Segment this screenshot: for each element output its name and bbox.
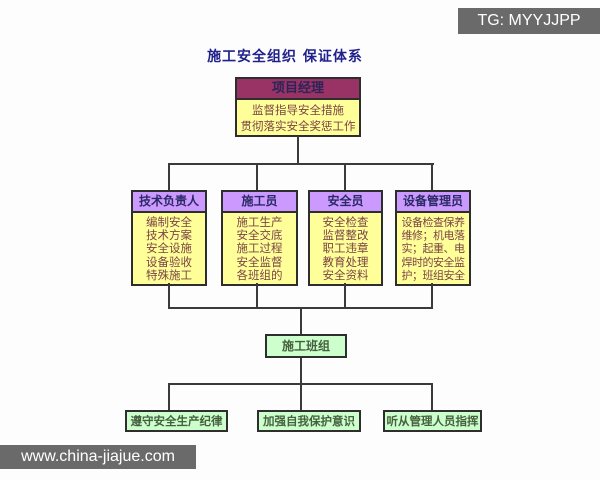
- connector-line: [256, 165, 258, 190]
- duty-line: 实；起重、电: [401, 242, 466, 256]
- root-node-project-manager: 项目经理 监督指导安全措施 贯彻落实安全奖惩工作: [235, 77, 361, 137]
- connector-line: [431, 385, 433, 410]
- duty-line: 监督指导安全措施: [252, 103, 344, 117]
- watermark-website-badge: www.china-jiajue.com: [0, 445, 196, 469]
- duty-line: 编制安全: [146, 215, 192, 229]
- duty-line: 安全监督: [236, 254, 283, 269]
- middle-node-construction-crew: 施工班组: [265, 334, 347, 358]
- connector-line: [300, 309, 302, 334]
- duty-line: 设备验收: [146, 254, 192, 269]
- connector-line: [344, 165, 346, 190]
- duty-line: 维修；机电落: [401, 229, 466, 243]
- branch-duties: 设备检查保养 维修；机电落 实；起重、电 焊时的安全监 护；班组安全: [397, 213, 469, 284]
- connector-line: [168, 163, 434, 165]
- branch-node-technical-lead: 技术负责人 编制安全 技术方案 安全设施 设备验收 特殊施工: [131, 190, 207, 287]
- branch-node-construction-worker: 施工员 施工生产 安全交底 施工过程 安全监督 各班组的: [221, 190, 298, 287]
- duty-line: 各班组的: [236, 267, 283, 282]
- connector-line: [431, 283, 433, 307]
- connector-line: [431, 165, 433, 190]
- root-node-header: 项目经理: [237, 79, 359, 100]
- page-title: 施工安全组织 保证体系: [207, 49, 363, 65]
- connector-line: [168, 383, 433, 385]
- connector-line: [168, 307, 433, 309]
- connector-line: [256, 283, 258, 307]
- branch-node-safety-officer: 安全员 安全检查 监督整改 职工违章 教育处理 安全资料: [308, 190, 383, 287]
- branch-header: 安全员: [310, 192, 381, 213]
- branch-duties: 编制安全 技术方案 安全设施 设备验收 特殊施工: [133, 213, 205, 284]
- duty-line: 安全资料: [322, 267, 369, 282]
- duty-line: 安全设施: [146, 241, 192, 256]
- duty-line: 监督整改: [322, 228, 369, 243]
- connector-line: [344, 283, 346, 307]
- duty-line: 贯彻落实安全奖惩工作: [240, 119, 356, 133]
- bottom-node-obey-safety-discipline: 遵守安全生产纪律: [125, 410, 228, 432]
- connector-line: [168, 165, 170, 190]
- root-node-duties: 监督指导安全措施 贯彻落实安全奖惩工作: [237, 100, 359, 135]
- duty-line: 教育处理: [322, 254, 369, 269]
- watermark-telegram-badge: TG: MYYJJPP: [458, 8, 600, 34]
- branch-header: 施工员: [223, 192, 296, 213]
- duty-line: 特殊施工: [146, 267, 192, 282]
- branch-node-equipment-manager: 设备管理员 设备检查保养 维修；机电落 实；起重、电 焊时的安全监 护；班组安全: [395, 190, 471, 287]
- duty-line: 安全交底: [236, 228, 283, 243]
- duty-line: 施工过程: [236, 241, 283, 256]
- duty-line: 护；班组安全: [401, 268, 466, 282]
- connector-line: [168, 385, 170, 410]
- branch-header: 技术负责人: [133, 192, 205, 213]
- duty-line: 安全检查: [322, 215, 369, 229]
- duty-line: 技术方案: [146, 228, 192, 243]
- duty-line: 焊时的安全监: [401, 255, 466, 269]
- branch-duties: 安全检查 监督整改 职工违章 教育处理 安全资料: [310, 213, 381, 284]
- bottom-node-self-protection-awareness: 加强自我保护意识: [257, 410, 361, 432]
- branch-duties: 施工生产 安全交底 施工过程 安全监督 各班组的: [223, 213, 296, 284]
- connector-line: [297, 136, 299, 163]
- duty-line: 职工违章: [322, 241, 369, 256]
- connector-line: [300, 385, 302, 410]
- connector-line: [168, 283, 170, 307]
- connector-line: [300, 358, 302, 383]
- bottom-node-follow-management-direction: 听从管理人员指挥: [383, 410, 482, 432]
- duty-line: 设备检查保养: [401, 216, 466, 229]
- branch-header: 设备管理员: [397, 192, 469, 213]
- duty-line: 施工生产: [236, 215, 283, 229]
